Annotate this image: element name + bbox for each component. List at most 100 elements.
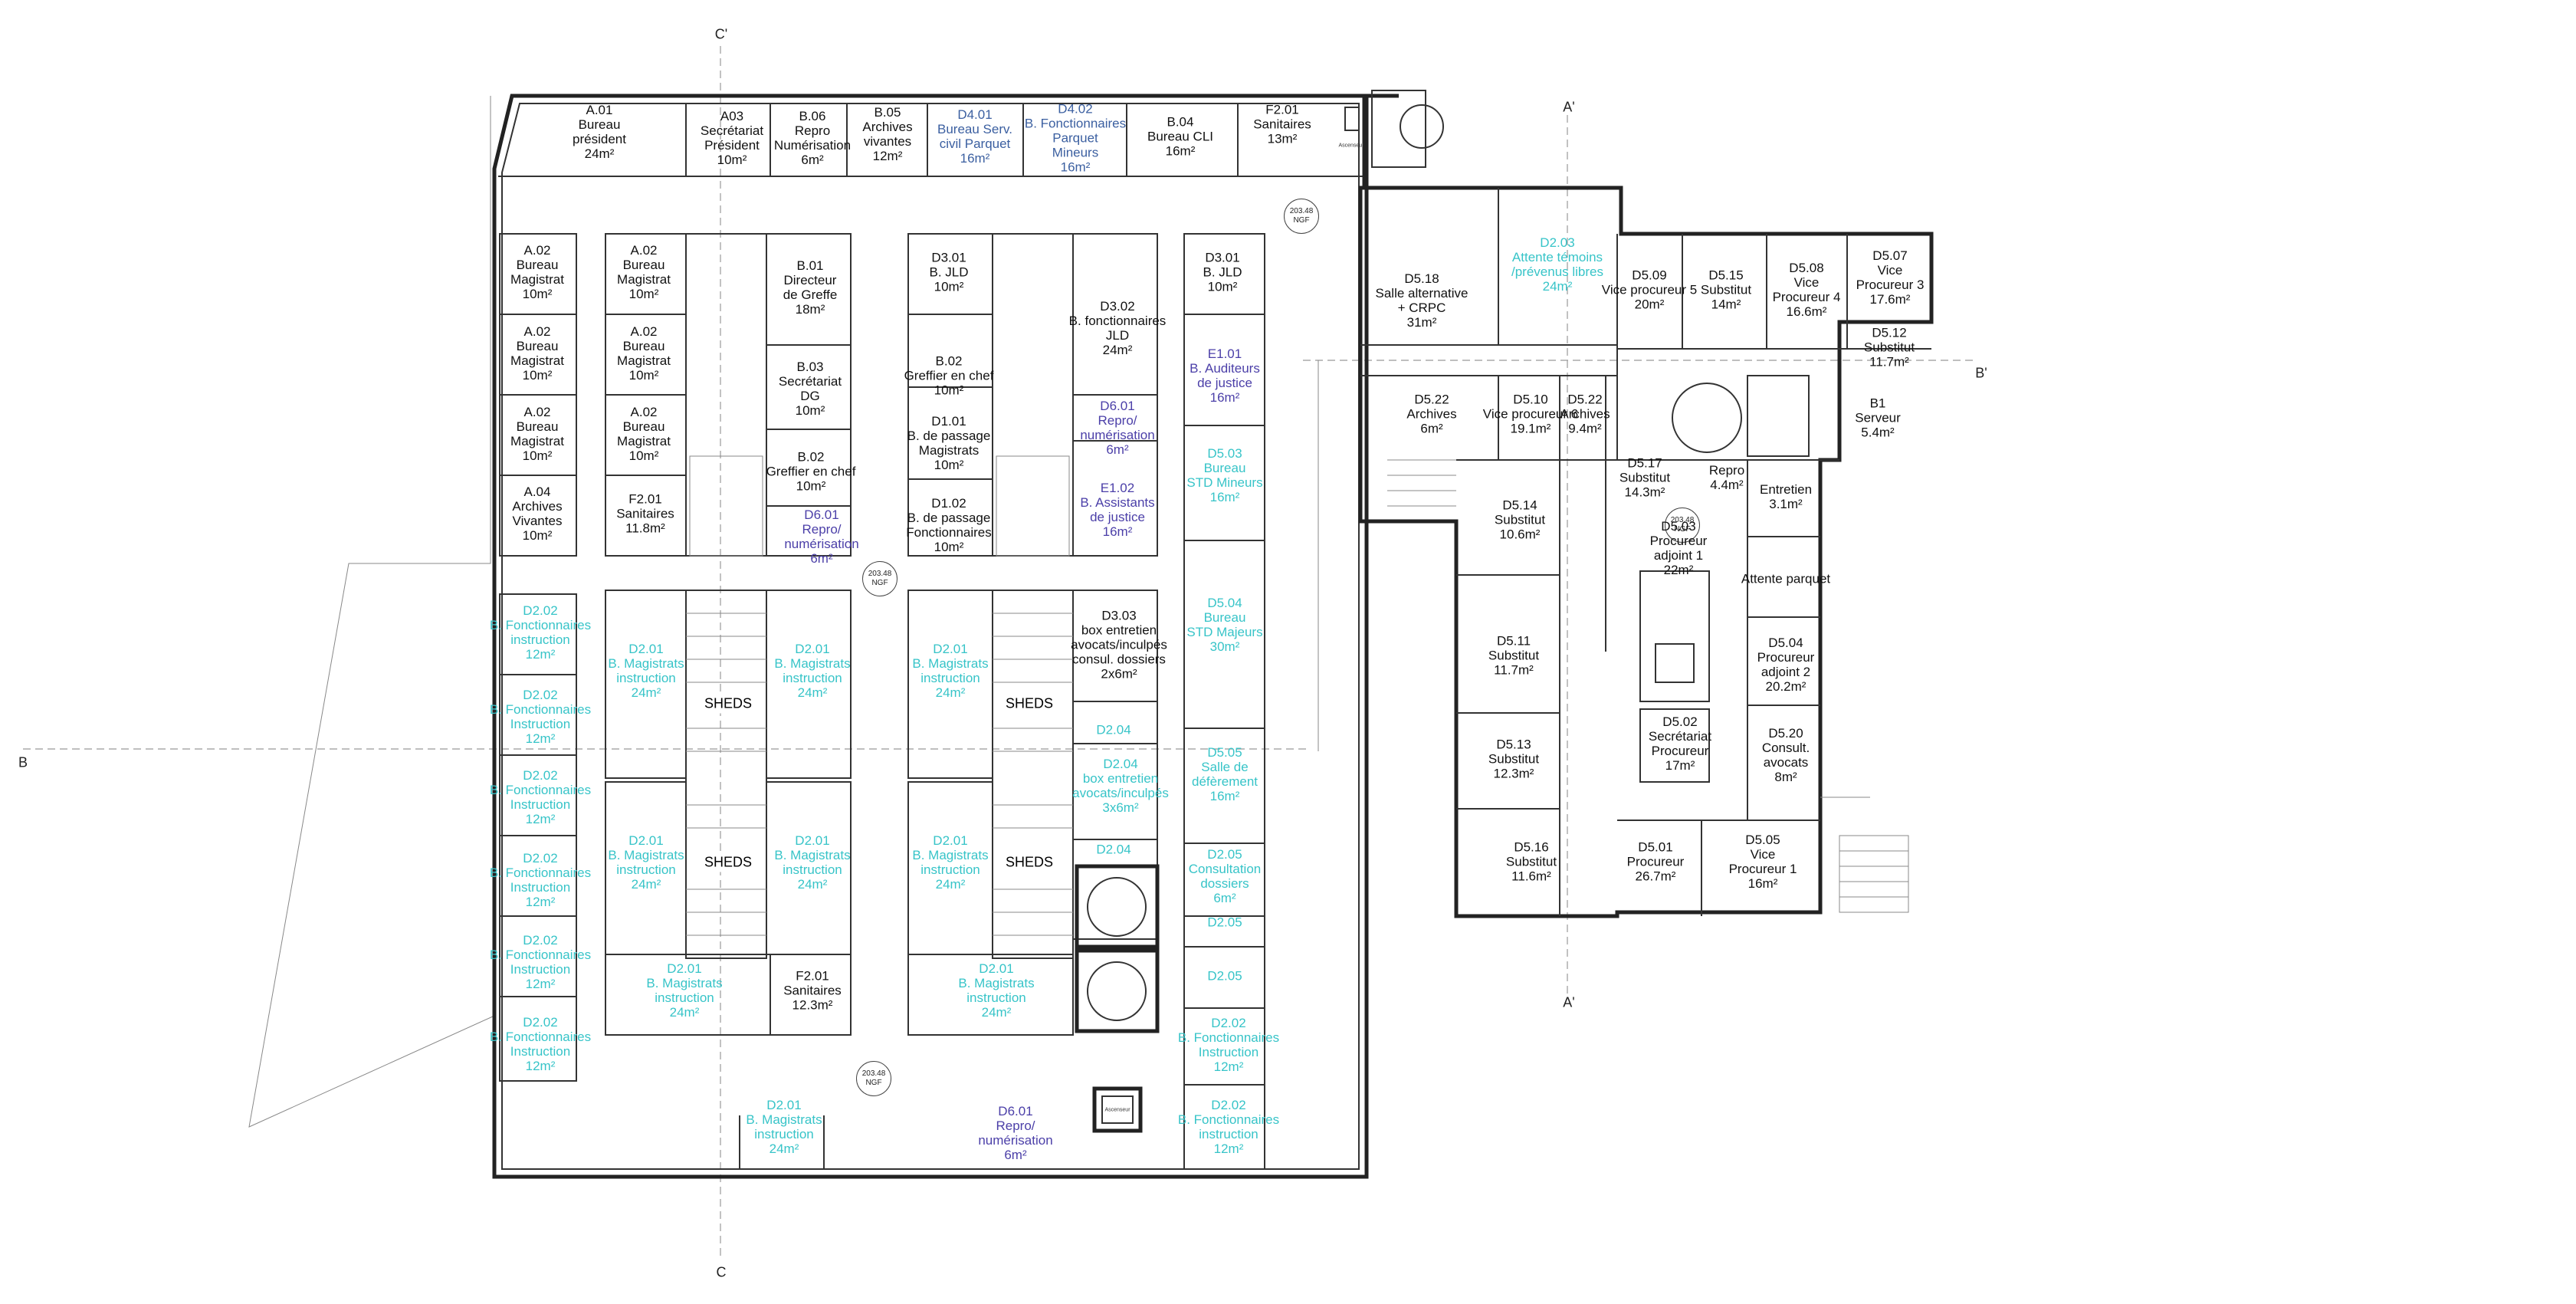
sheds-label: SHEDS bbox=[701, 852, 756, 872]
room-label: D5.14 Substitut 10.6m² bbox=[1494, 498, 1546, 542]
section-marker-a-top: A' bbox=[1563, 99, 1575, 115]
section-lines bbox=[23, 46, 1977, 1257]
room-label: D2.01 B. Magistrats instruction 24m² bbox=[912, 642, 989, 700]
room-label: D5.11 Substitut 11.7m² bbox=[1488, 633, 1540, 678]
room-label: D5.09 Vice procureur 5 20m² bbox=[1601, 268, 1698, 312]
room-label: F2.01 Sanitaires 12.3m² bbox=[783, 968, 842, 1013]
room-label: B1 Serveur 5.4m² bbox=[1855, 396, 1901, 440]
lift-label: Ascenseur bbox=[1338, 143, 1364, 149]
room-label: D4.02 B. Fonctionnaires Parquet Mineurs … bbox=[1024, 101, 1127, 175]
room-label: D5.22 Archives 9.4m² bbox=[1560, 392, 1610, 436]
site-outline bbox=[248, 96, 1319, 1128]
room-label: D2.01 B. Magistrats instruction 24m² bbox=[746, 1098, 822, 1156]
room-label: D2.01 B. Magistrats instruction 24m² bbox=[646, 961, 723, 1020]
room-label: B.06 Repro Numérisation 6m² bbox=[773, 109, 852, 167]
room-label: D6.01 Repro/ numérisation 6m² bbox=[784, 507, 859, 566]
room-label: A.01 Bureau président 24m² bbox=[573, 103, 626, 161]
room-label: E1.02 B. Assistants de justice 16m² bbox=[1080, 481, 1155, 539]
room-label: E1.01 B. Auditeurs de justice 16m² bbox=[1190, 347, 1260, 405]
room-label: A.04 Archives Vivantes 10m² bbox=[512, 484, 563, 543]
room-label: D3.01 B. JLD 10m² bbox=[929, 250, 969, 294]
room-label: D1.01 B. de passage Magistrats 10m² bbox=[907, 414, 991, 472]
room-label: D5.10 Vice procureur 6 19.1m² bbox=[1482, 392, 1579, 436]
room-label: D5.07 Vice Procureur 3 17.6m² bbox=[1856, 248, 1925, 307]
room-label: D5.12 Substitut 11.7m² bbox=[1863, 325, 1915, 370]
room-label: B.02 Greffier en chef 10m² bbox=[904, 353, 994, 398]
room-label: D2.03 Attente témoins /prévenus libres 2… bbox=[1511, 235, 1604, 294]
room-label: D2.05 Consultation dossiers 6m² bbox=[1188, 847, 1262, 905]
room-label: D2.02 B. Fonctionnaires Instruction 12m² bbox=[489, 688, 592, 746]
room-label: F2.01 Sanitaires 11.8m² bbox=[616, 491, 674, 536]
sheds-label: SHEDS bbox=[1002, 694, 1057, 714]
section-marker-b-left: B bbox=[18, 754, 28, 770]
room-label: D3.03 box entretien avocats/inculpés con… bbox=[1071, 608, 1167, 682]
room-label: D2.02 B. Fonctionnaires instruction 12m² bbox=[1177, 1098, 1280, 1156]
room-label: D5.15 Substitut 14m² bbox=[1700, 268, 1752, 312]
room-label: A03 Secrétariat Président 10m² bbox=[700, 109, 764, 167]
room-label: D2.01 B. Magistrats instruction 24m² bbox=[774, 642, 851, 700]
room-label: D5.18 Salle alternative + CRPC 31m² bbox=[1375, 271, 1468, 330]
room-label: D5.08 Vice Procureur 4 16.6m² bbox=[1772, 261, 1841, 319]
room-label: D3.01 B. JLD 10m² bbox=[1203, 250, 1242, 294]
sheds-label: SHEDS bbox=[701, 694, 756, 714]
lift-label: Ascenseur bbox=[1104, 1107, 1130, 1113]
room-label: D5.04 Bureau STD Majeurs 30m² bbox=[1186, 596, 1263, 654]
section-marker-c-top: C' bbox=[714, 26, 728, 42]
room-label: B.02 Greffier en chef 10m² bbox=[766, 449, 856, 494]
room-label: D2.02 B. Fonctionnaires Instruction 12m² bbox=[489, 768, 592, 826]
room-label: B.04 Bureau CLI 16m² bbox=[1147, 114, 1213, 159]
room-label: D5.04 Procureur adjoint 2 20.2m² bbox=[1757, 636, 1815, 694]
room-label: D5.16 Substitut 11.6m² bbox=[1505, 839, 1557, 884]
east-wing bbox=[1358, 90, 1934, 918]
room-label: D2.01 B. Magistrats instruction 24m² bbox=[774, 833, 851, 892]
room-label: D1.02 B. de passage Fonctionnaires 10m² bbox=[906, 496, 992, 554]
room-label: D5.03 Procureur adjoint 1 22m² bbox=[1649, 519, 1708, 577]
room-label: D2.04 bbox=[1096, 842, 1131, 857]
room-label: D5.01 Procureur 26.7m² bbox=[1626, 839, 1685, 884]
room-label: D5.17 Substitut 14.3m² bbox=[1619, 455, 1671, 500]
room-label: D3.02 B. fonctionnaires JLD 24m² bbox=[1068, 299, 1167, 357]
room-label: D2.05 bbox=[1207, 915, 1242, 930]
main-building bbox=[492, 94, 1369, 1179]
room-label: D2.02 B. Fonctionnaires instruction 12m² bbox=[489, 603, 592, 662]
room-label: Attente parquet bbox=[1741, 571, 1831, 586]
room-label: D2.02 B. Fonctionnaires Instruction 12m² bbox=[489, 851, 592, 909]
room-label: D2.05 bbox=[1207, 968, 1242, 984]
room-label: Entretien 3.1m² bbox=[1759, 482, 1813, 511]
room-label: D5.03 Bureau STD Mineurs 16m² bbox=[1186, 446, 1263, 504]
room-label: A.02 Bureau Magistrat 10m² bbox=[617, 405, 671, 463]
room-label: D6.01 Repro/ numérisation 6m² bbox=[978, 1104, 1053, 1162]
room-label: D2.04 box entretien avocats/inculpés 3x6… bbox=[1072, 757, 1169, 815]
room-label: A.02 Bureau Magistrat 10m² bbox=[510, 405, 564, 463]
room-label: D2.01 B. Magistrats instruction 24m² bbox=[608, 642, 684, 700]
room-label: B.03 Secrétariat DG 10m² bbox=[778, 360, 842, 418]
room-label: D2.04 bbox=[1096, 722, 1131, 737]
room-label: D5.05 Vice Procureur 1 16m² bbox=[1728, 833, 1797, 891]
room-label: D2.01 B. Magistrats instruction 24m² bbox=[912, 833, 989, 892]
section-marker-c-bottom: C bbox=[716, 1264, 727, 1280]
room-label: B.05 Archives vivantes 12m² bbox=[862, 105, 913, 163]
room-label: D6.01 Repro/ numérisation 6m² bbox=[1080, 399, 1155, 457]
room-label: Repro 4.4m² bbox=[1708, 463, 1745, 492]
room-label: D2.01 B. Magistrats instruction 24m² bbox=[608, 833, 684, 892]
room-label: A.02 Bureau Magistrat 10m² bbox=[617, 324, 671, 383]
room-label: D4.01 Bureau Serv. civil Parquet 16m² bbox=[937, 107, 1012, 166]
room-label: D5.13 Substitut 12.3m² bbox=[1488, 737, 1540, 781]
section-marker-b-right: B' bbox=[1975, 365, 1987, 381]
room-label: D2.02 B. Fonctionnaires Instruction 12m² bbox=[1177, 1016, 1280, 1074]
room-label: A.02 Bureau Magistrat 10m² bbox=[510, 243, 564, 301]
room-label: D2.02 B. Fonctionnaires Instruction 12m² bbox=[489, 1015, 592, 1073]
room-label: D2.01 B. Magistrats instruction 24m² bbox=[958, 961, 1035, 1020]
room-label: D5.20 Consult. avocats 8m² bbox=[1761, 726, 1810, 784]
room-label: D2.02 B. Fonctionnaires Instruction 12m² bbox=[489, 933, 592, 991]
room-label: A.02 Bureau Magistrat 10m² bbox=[510, 324, 564, 383]
sheds-label: SHEDS bbox=[1002, 852, 1057, 872]
room-label: D5.05 Salle de défèrement 16m² bbox=[1192, 745, 1258, 803]
room-label: A.02 Bureau Magistrat 10m² bbox=[617, 243, 671, 301]
room-label: F2.01 Sanitaires 13m² bbox=[1253, 102, 1311, 146]
